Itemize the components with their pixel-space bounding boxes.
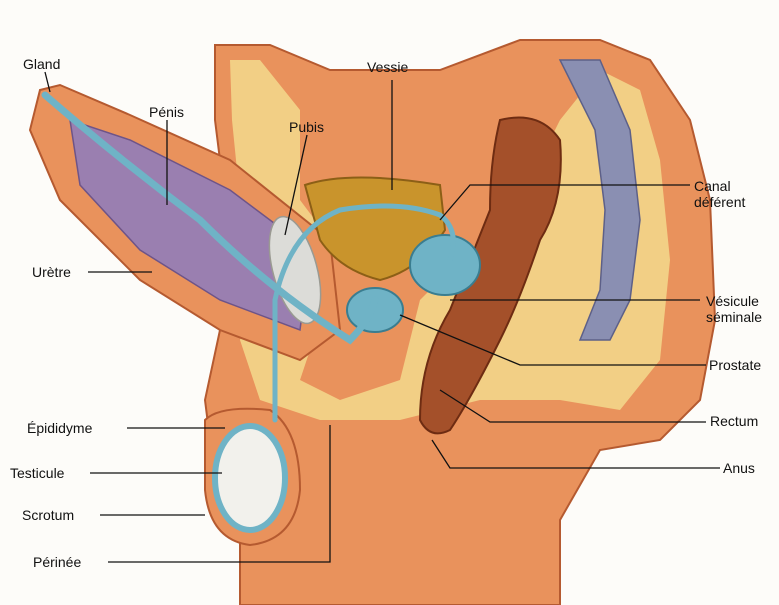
testicle: [215, 426, 285, 530]
label-canal-deferent: Canal déférent: [694, 178, 745, 210]
label-vesicule-seminale: Vésicule séminale: [706, 293, 762, 325]
label-epididyme: Épididyme: [27, 420, 92, 436]
label-pubis: Pubis: [289, 119, 324, 135]
label-penis: Pénis: [149, 104, 184, 120]
label-rectum: Rectum: [710, 413, 758, 429]
label-gland: Gland: [23, 56, 60, 72]
label-prostate: Prostate: [709, 357, 761, 373]
seminal-vesicle: [410, 235, 480, 295]
label-perinee: Périnée: [33, 554, 81, 570]
label-scrotum: Scrotum: [22, 507, 74, 523]
label-anus: Anus: [723, 460, 755, 476]
label-testicule: Testicule: [10, 465, 64, 481]
label-uretre: Urètre: [32, 264, 71, 280]
label-vessie: Vessie: [367, 59, 408, 75]
